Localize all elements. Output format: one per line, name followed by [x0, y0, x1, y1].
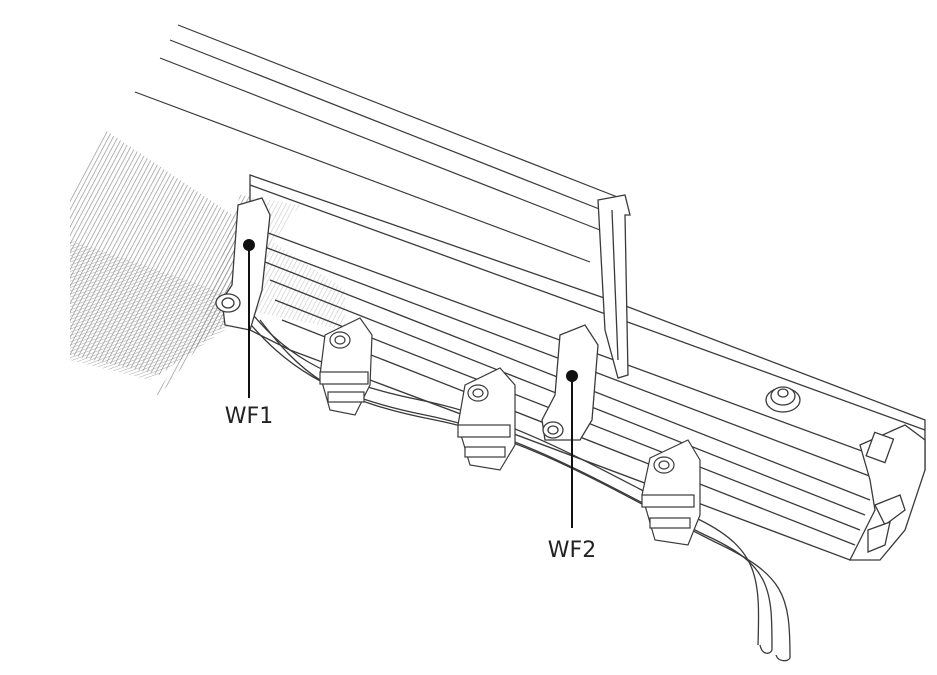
vertical-fin: [597, 194, 631, 379]
upper-sheet-lines: [134, 24, 626, 263]
bracket-wf2: [541, 324, 599, 441]
callout-wf1: WF1: [225, 239, 273, 429]
callout-label-wf1: WF1: [225, 404, 273, 429]
cable-clamp-3: [641, 439, 701, 546]
bolt-head: [765, 386, 801, 413]
cable-clamp-2: [457, 367, 516, 471]
callout-wf2: WF2: [548, 370, 596, 563]
cable-clamp-1: [319, 317, 373, 416]
callout-label-wf2: WF2: [548, 538, 596, 563]
